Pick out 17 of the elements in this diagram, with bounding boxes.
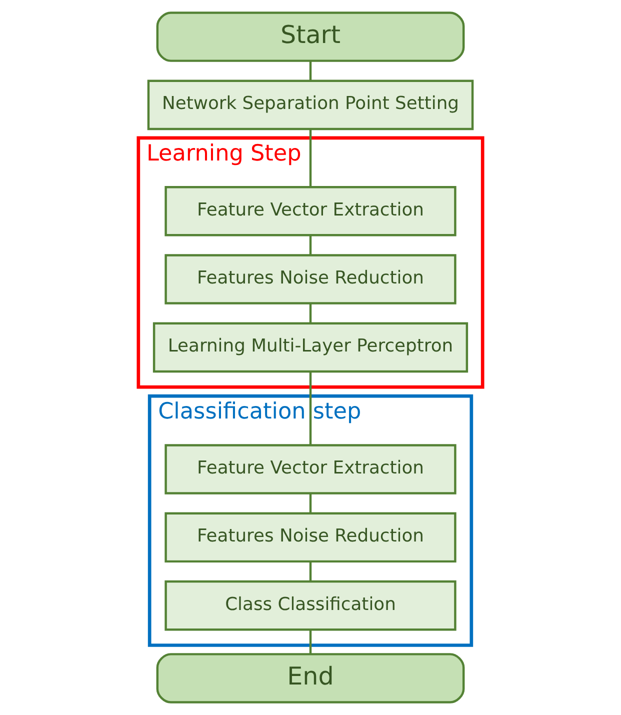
- connector: [309, 129, 312, 187]
- node-box: Class Classification: [164, 580, 456, 631]
- connector: [309, 60, 312, 81]
- connector: [309, 303, 312, 324]
- connector: [309, 372, 312, 446]
- node-box: Feature Vector Extraction: [164, 186, 456, 236]
- node-box: Features Noise Reduction: [164, 512, 456, 563]
- node-box: Start: [156, 12, 465, 62]
- node-box: End: [156, 653, 465, 704]
- connector: [309, 235, 312, 255]
- node-box: Network Separation Point Setting: [147, 80, 474, 130]
- connector: [309, 562, 312, 582]
- connector: [309, 493, 312, 514]
- node-box: Learning Multi-Layer Perceptron: [152, 322, 468, 373]
- node-box: Feature Vector Extraction: [164, 444, 456, 494]
- connector: [309, 630, 312, 654]
- node-box: Features Noise Reduction: [164, 254, 456, 304]
